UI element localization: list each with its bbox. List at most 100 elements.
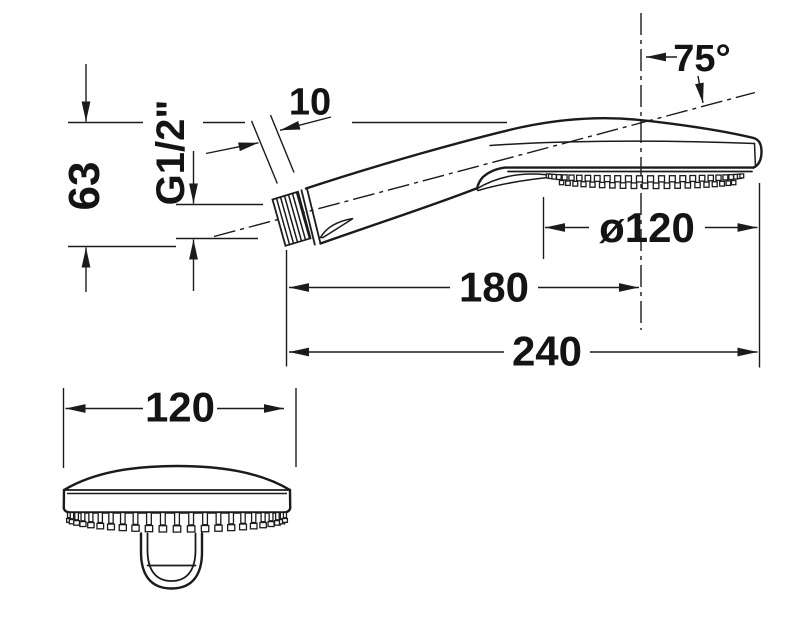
dim-connector-offset: 10 bbox=[205, 82, 332, 184]
nozzle bbox=[69, 511, 75, 520]
handle-end-cap-line2 bbox=[306, 187, 322, 245]
nozzle bbox=[173, 511, 181, 526]
nozzle bbox=[240, 511, 246, 524]
nozzle bbox=[580, 181, 587, 188]
nozzle bbox=[238, 523, 248, 531]
nozzle bbox=[684, 181, 692, 189]
nozzle bbox=[694, 181, 701, 189]
nozzle bbox=[159, 511, 166, 526]
nozzle bbox=[158, 525, 168, 533]
nozzle bbox=[74, 511, 80, 521]
nozzle bbox=[572, 180, 579, 187]
label-thread-size: G1/2" bbox=[149, 100, 193, 206]
dim-head-center-distance: 180 bbox=[285, 250, 639, 367]
nozzle bbox=[575, 174, 583, 182]
nozzle bbox=[609, 181, 616, 189]
dim-thread-size: G1/2" bbox=[149, 100, 263, 291]
nozzle bbox=[226, 524, 236, 532]
nozzle bbox=[214, 524, 223, 532]
nozzle bbox=[260, 511, 266, 523]
nozzle bbox=[703, 181, 710, 188]
nozzle bbox=[145, 511, 152, 526]
bracket-inner bbox=[146, 532, 197, 582]
nozzle bbox=[281, 517, 289, 524]
nozzle bbox=[603, 174, 611, 183]
nozzle bbox=[568, 174, 575, 182]
nozzle bbox=[274, 511, 280, 521]
nozzle bbox=[118, 524, 128, 532]
nozzle bbox=[132, 511, 139, 526]
head-right-cap bbox=[752, 136, 763, 169]
nozzle bbox=[79, 520, 87, 528]
nozzle bbox=[679, 174, 687, 183]
nozzle bbox=[630, 182, 638, 190]
handle-top-outline bbox=[304, 117, 755, 190]
nozzle bbox=[719, 180, 726, 187]
nozzle bbox=[593, 174, 601, 183]
nozzle bbox=[131, 524, 140, 532]
handle-end-cap-line bbox=[300, 189, 316, 246]
nozzle bbox=[97, 511, 104, 524]
handle-bottom-outline bbox=[319, 186, 479, 245]
nozzle bbox=[144, 524, 154, 533]
nozzle bbox=[108, 511, 114, 524]
spray-nozzles-side bbox=[545, 173, 745, 190]
face-plate-top bbox=[476, 166, 755, 188]
nozzle bbox=[668, 175, 676, 183]
dim-head-width: 120 bbox=[62, 384, 297, 468]
nozzle bbox=[96, 522, 105, 530]
nozzle bbox=[619, 182, 627, 189]
nozzle bbox=[614, 175, 622, 183]
nozzle bbox=[551, 173, 557, 180]
nozzle bbox=[282, 511, 288, 519]
nozzle bbox=[215, 511, 222, 526]
label-spray-angle: 75° bbox=[673, 38, 730, 80]
nozzle bbox=[674, 182, 682, 189]
nozzle bbox=[250, 511, 257, 524]
nozzle bbox=[73, 519, 81, 526]
rim-bottom-edge bbox=[62, 506, 292, 514]
nozzle bbox=[657, 175, 666, 183]
top-view bbox=[62, 464, 292, 590]
head-seam-line bbox=[489, 140, 756, 147]
nozzle bbox=[728, 173, 735, 181]
nozzle bbox=[652, 182, 660, 190]
nozzle bbox=[106, 523, 116, 531]
nozzle bbox=[624, 175, 633, 183]
thread-connector bbox=[271, 190, 312, 247]
nozzle bbox=[186, 525, 196, 533]
nozzle bbox=[249, 522, 258, 530]
nozzle bbox=[200, 524, 210, 533]
dim-inlet-height: 63 bbox=[60, 64, 507, 292]
nozzle bbox=[119, 511, 126, 525]
label-head-width: 120 bbox=[145, 384, 215, 431]
nozzle bbox=[202, 511, 209, 526]
label-total-length: 240 bbox=[512, 328, 582, 375]
nozzle bbox=[739, 173, 745, 179]
nozzle bbox=[641, 182, 649, 190]
nozzle bbox=[87, 521, 95, 529]
nozzle bbox=[172, 525, 182, 533]
nozzle bbox=[228, 511, 235, 525]
nozzle bbox=[715, 174, 722, 182]
nozzle bbox=[88, 511, 94, 523]
label-head-center-distance: 180 bbox=[459, 264, 529, 311]
head-dome-outline bbox=[62, 464, 292, 492]
nozzle bbox=[589, 181, 596, 188]
nozzle bbox=[259, 521, 267, 529]
spray-nozzles-top bbox=[65, 511, 289, 533]
head-cap-inner-line bbox=[753, 142, 757, 168]
nozzle bbox=[558, 179, 565, 186]
nozzle bbox=[730, 179, 737, 186]
nozzle bbox=[80, 511, 86, 522]
nozzle bbox=[711, 181, 718, 188]
handle-grip-detail bbox=[319, 217, 354, 239]
dim-spray-angle: 75° bbox=[646, 38, 731, 104]
nozzle bbox=[268, 511, 274, 522]
nozzle bbox=[646, 175, 655, 183]
nozzle bbox=[725, 180, 732, 187]
nozzle bbox=[698, 174, 706, 182]
nozzle bbox=[267, 520, 275, 528]
